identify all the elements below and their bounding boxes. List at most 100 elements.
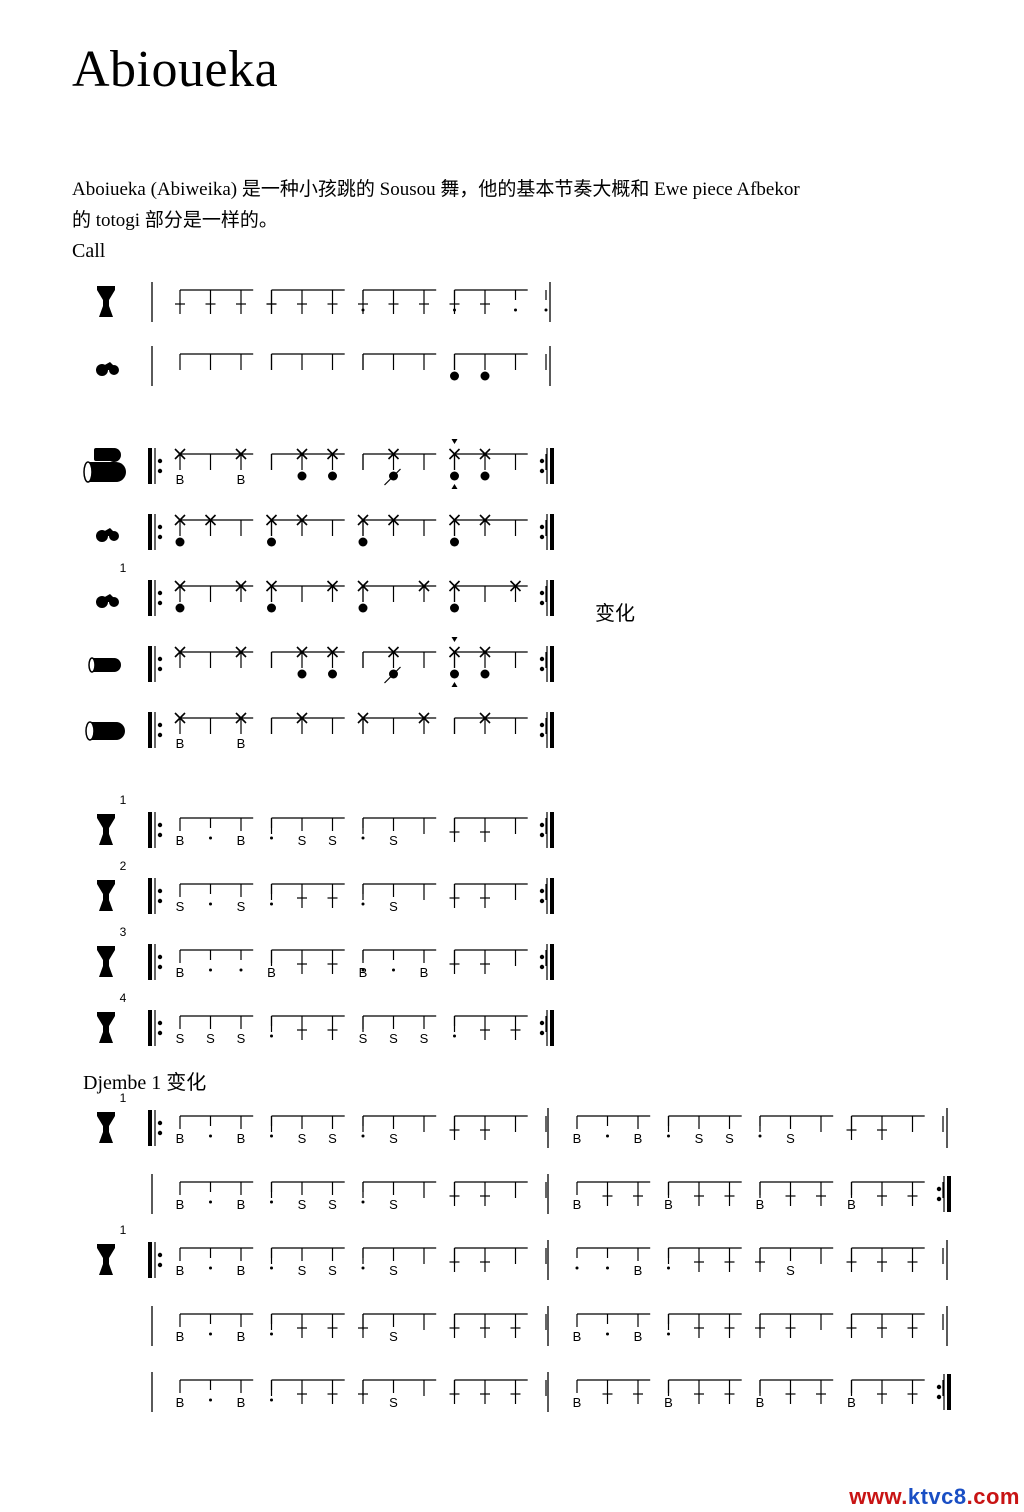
note xyxy=(297,1314,307,1338)
stroke-letter: B xyxy=(573,1329,582,1344)
note xyxy=(449,950,460,974)
note xyxy=(694,1182,704,1206)
measure xyxy=(175,289,277,314)
note xyxy=(297,1016,307,1040)
note xyxy=(480,818,490,842)
rest-dot xyxy=(514,308,517,312)
measure xyxy=(453,1015,547,1040)
rest-dot xyxy=(270,1034,273,1038)
note xyxy=(209,1182,212,1204)
staff-bell-1-variation: 1 xyxy=(96,561,554,616)
note xyxy=(266,290,277,314)
stroke-letter: B xyxy=(634,1131,643,1146)
stroke-letter: B xyxy=(847,1395,856,1410)
note xyxy=(388,290,399,314)
note xyxy=(235,646,247,668)
repeat-start-sign xyxy=(148,1110,163,1146)
stroke-letter: B xyxy=(573,1131,582,1146)
note xyxy=(510,1380,521,1404)
stroke-letter: B xyxy=(267,965,276,980)
repeat-start-sign xyxy=(148,944,163,980)
stroke-letter: S xyxy=(389,1263,398,1278)
dundun-set-icon xyxy=(83,448,126,483)
note: B xyxy=(176,1116,184,1146)
stroke-letter: B xyxy=(237,1263,246,1278)
note: B xyxy=(237,1116,245,1146)
rest-dot xyxy=(270,1398,273,1402)
rest-dot xyxy=(270,1332,273,1336)
rest-dot xyxy=(270,1266,273,1270)
note xyxy=(479,448,491,481)
note xyxy=(509,580,522,602)
note xyxy=(209,1314,212,1336)
open-dot xyxy=(480,371,490,381)
note xyxy=(384,646,401,684)
note xyxy=(449,1380,460,1404)
variation-number: 1 xyxy=(120,1223,127,1237)
rest-dot xyxy=(392,968,395,972)
note xyxy=(357,712,369,734)
stroke-letter: B xyxy=(664,1197,673,1212)
note xyxy=(327,290,338,314)
mute-slash xyxy=(384,468,401,486)
note xyxy=(448,439,461,489)
accent-bottom xyxy=(451,682,458,687)
measure: B xyxy=(667,1379,764,1410)
stroke-letter: B xyxy=(237,1197,246,1212)
note xyxy=(327,1380,338,1404)
repeat-start-sign xyxy=(148,712,163,748)
stroke-letter: S xyxy=(206,1031,215,1046)
rest-dot xyxy=(361,902,365,906)
note xyxy=(816,1182,826,1206)
measure xyxy=(449,949,547,974)
note: B xyxy=(634,1116,643,1146)
rest-dot xyxy=(453,1034,456,1038)
rest-dot xyxy=(361,1200,365,1204)
open-dot xyxy=(480,669,490,679)
repeat-end-sign xyxy=(539,812,554,848)
note: S xyxy=(389,1314,398,1344)
note xyxy=(846,1116,857,1140)
measure xyxy=(448,637,547,687)
note xyxy=(724,1314,735,1338)
note xyxy=(449,1116,460,1140)
measure xyxy=(449,1313,547,1338)
note: S xyxy=(328,818,337,848)
note xyxy=(209,950,212,972)
note xyxy=(907,1314,918,1338)
note xyxy=(479,514,491,536)
sangban-icon xyxy=(88,657,121,673)
note: B xyxy=(573,1116,582,1146)
note: B xyxy=(174,448,186,487)
measure: S xyxy=(362,817,456,848)
note: S xyxy=(328,1248,337,1278)
stroke-letter: S xyxy=(389,1197,398,1212)
page-title: Abioueka xyxy=(72,41,279,98)
note xyxy=(297,950,307,974)
note: S xyxy=(298,1248,307,1278)
note: B xyxy=(176,950,185,980)
stroke-letter: B xyxy=(176,965,185,980)
measure xyxy=(179,353,273,370)
variation-label: 变化 xyxy=(595,603,635,625)
note: B xyxy=(420,950,428,980)
note xyxy=(449,290,460,314)
note xyxy=(480,1116,490,1140)
note xyxy=(326,448,339,481)
note xyxy=(326,646,339,679)
note: S xyxy=(389,818,398,848)
rest-dot xyxy=(209,1266,212,1270)
note xyxy=(297,884,307,908)
note xyxy=(296,514,308,536)
note xyxy=(846,1314,857,1338)
note xyxy=(480,884,490,908)
note xyxy=(785,1182,796,1206)
rest-dot xyxy=(544,308,548,312)
measure: S xyxy=(362,1247,456,1278)
